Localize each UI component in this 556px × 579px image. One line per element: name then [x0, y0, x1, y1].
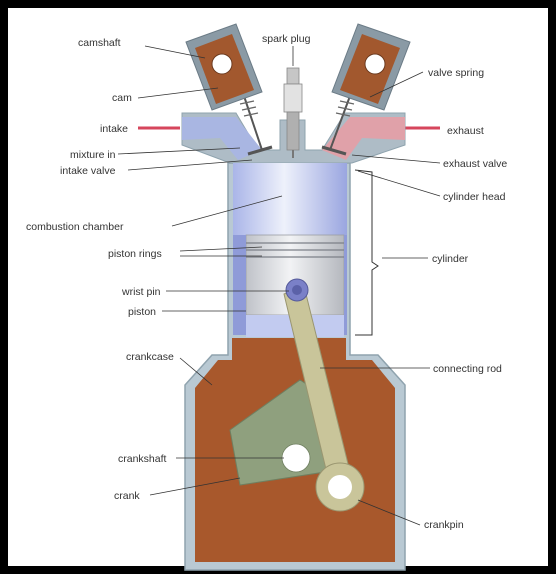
- label-combustion-chamber: combustion chamber: [26, 221, 124, 233]
- cylinder-wall-left: [233, 235, 246, 335]
- label-exhaust-valve: exhaust valve: [443, 158, 507, 170]
- label-crankpin: crankpin: [424, 519, 464, 531]
- combustion-chamber: [233, 163, 347, 235]
- spark-plug-body: [284, 84, 302, 112]
- spark-plug-top: [287, 68, 299, 84]
- label-wrist-pin: wrist pin: [121, 286, 161, 298]
- label-exhaust: exhaust: [447, 125, 484, 137]
- label-camshaft: camshaft: [78, 37, 121, 49]
- crankshaft: [282, 444, 310, 472]
- wrist-pin-center: [292, 285, 302, 295]
- label-crankshaft: crankshaft: [118, 453, 167, 465]
- cylinder-wall-right: [344, 235, 347, 335]
- label-connecting-rod: connecting rod: [433, 363, 502, 375]
- label-piston: piston: [128, 306, 156, 318]
- label-valve-spring: valve spring: [428, 67, 484, 79]
- label-intake: intake: [100, 123, 128, 135]
- spark-plug-thread: [287, 112, 299, 150]
- label-spark-plug: spark plug: [262, 33, 311, 45]
- label-cylinder: cylinder: [432, 253, 469, 265]
- label-crankcase: crankcase: [126, 351, 174, 363]
- left-cam: [212, 54, 232, 74]
- crankpin: [328, 475, 352, 499]
- label-mixture-in: mixture in: [70, 149, 116, 161]
- label-cylinder-head: cylinder head: [443, 191, 506, 203]
- label-cam: cam: [112, 92, 132, 104]
- label-intake-valve: intake valve: [60, 165, 116, 177]
- label-crank: crank: [114, 490, 140, 502]
- right-cam: [365, 54, 385, 74]
- label-piston-rings: piston rings: [108, 248, 162, 260]
